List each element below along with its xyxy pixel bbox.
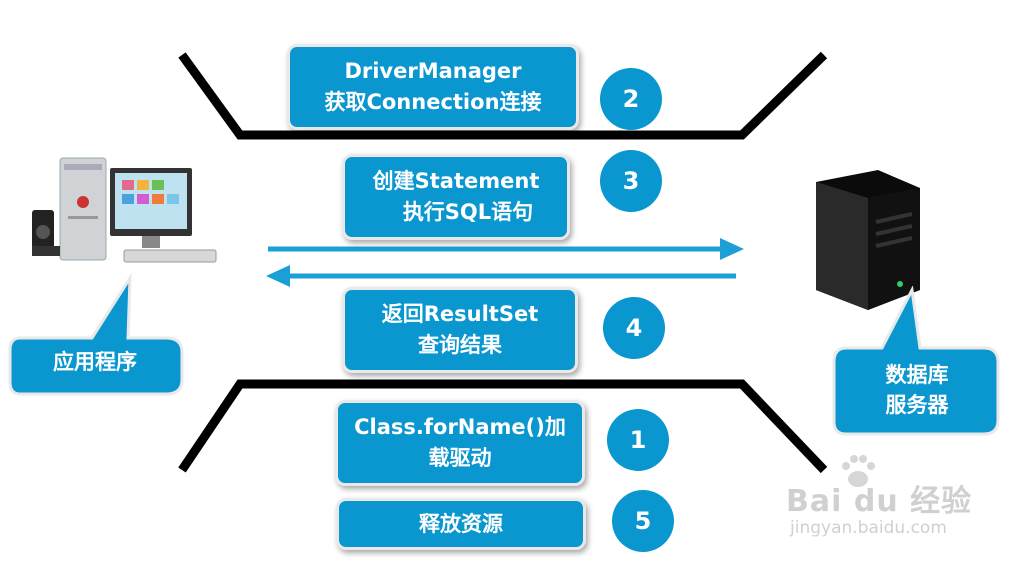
watermark-brand: Bai du 经验 xyxy=(786,484,973,519)
step-2-line2: 获取Connection连接 xyxy=(324,90,542,114)
server-label: 数据库 服务器 xyxy=(838,360,996,420)
step-4-number: 4 xyxy=(603,297,665,359)
server-callout-shape xyxy=(832,286,1000,436)
step-4-box: 返回ResultSet 查询结果 xyxy=(342,287,578,373)
step-2-line1: DriverManager xyxy=(344,59,522,83)
step-4-line1: 返回ResultSet xyxy=(381,302,539,326)
step-1-line1: Class.forName()加 xyxy=(354,415,566,439)
step-3-line1: 创建Statement xyxy=(372,169,540,193)
step-1-number: 1 xyxy=(607,409,669,471)
server-label-line2: 服务器 xyxy=(885,393,949,417)
server-icon xyxy=(816,170,920,310)
step-5-line1: 释放资源 xyxy=(419,511,503,536)
step-5-box: 释放资源 xyxy=(336,498,586,550)
step-5-number: 5 xyxy=(612,490,674,552)
step-1-line2: 载驱动 xyxy=(428,446,492,470)
step-2-box: DriverManager 获取Connection连接 xyxy=(287,44,579,130)
desktop-computer-icon xyxy=(32,157,217,263)
response-arrowhead xyxy=(266,265,290,287)
step-4-line2: 查询结果 xyxy=(418,333,502,357)
bottom-bracket-line xyxy=(178,379,828,474)
client-callout-shape xyxy=(8,272,184,396)
request-arrowhead xyxy=(720,238,744,260)
server-label-line1: 数据库 xyxy=(885,363,949,387)
step-3-box: 创建Statement 执行SQL语句 xyxy=(342,154,570,240)
watermark-url: jingyan.baidu.com xyxy=(790,518,947,538)
step-3-line2: 执行SQL语句 xyxy=(402,200,534,224)
step-1-box: Class.forName()加 载驱动 xyxy=(335,400,585,486)
step-2-number: 2 xyxy=(600,68,662,130)
baidu-paw-icon xyxy=(842,455,875,487)
client-label: 应用程序 xyxy=(53,350,137,374)
step-3-number: 3 xyxy=(600,150,662,212)
top-bracket-line xyxy=(178,51,828,140)
